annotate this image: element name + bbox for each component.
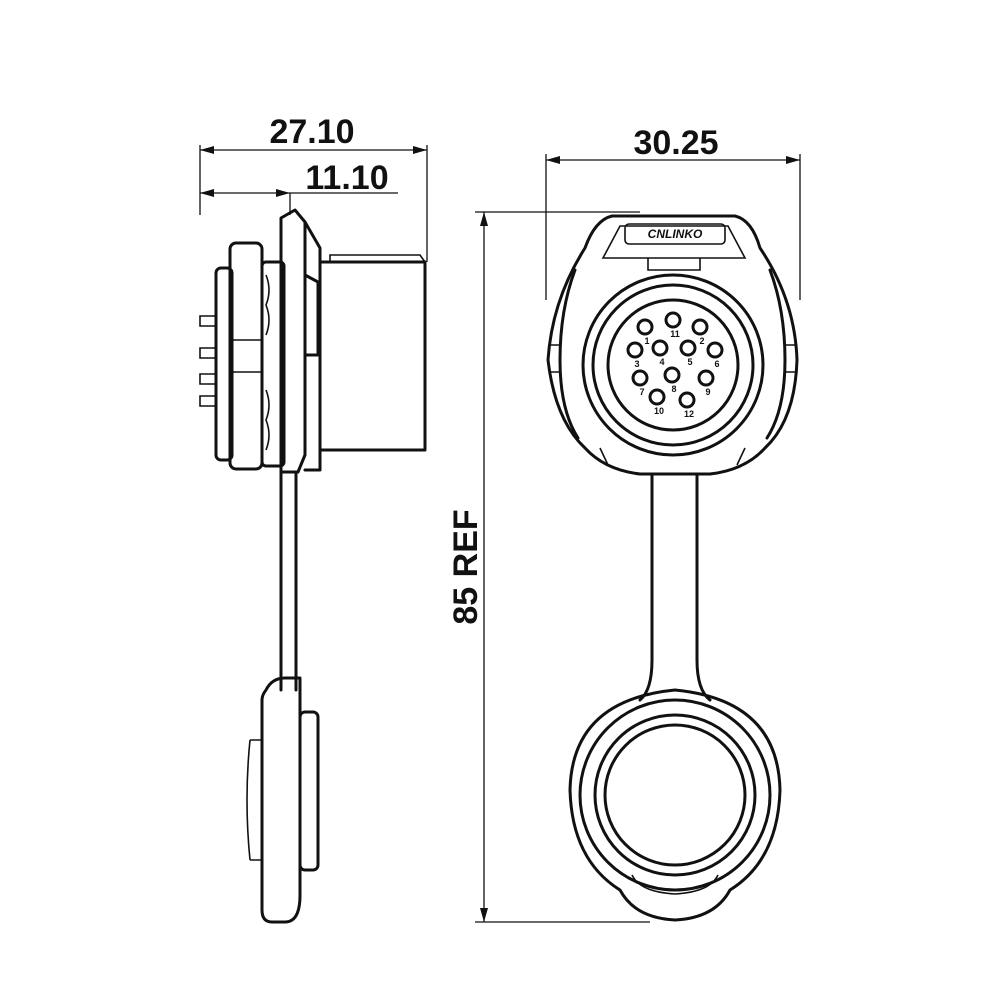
- contact-pin: [663, 366, 681, 384]
- pin-label: 9: [705, 387, 710, 397]
- logo-text: CNLINKO: [648, 227, 703, 241]
- tether-strap-front: [638, 472, 712, 702]
- front-housing: [546, 214, 799, 476]
- dim-label-30-25: 30.25: [633, 124, 718, 162]
- tether-strap: [279, 470, 298, 692]
- pin-label: 5: [687, 357, 692, 367]
- pin-label: 10: [654, 406, 664, 416]
- contact-pin: [697, 369, 715, 387]
- pin-label: 6: [714, 359, 719, 369]
- dim-85-ref: 85 REF: [447, 211, 650, 923]
- rear-pins: [199, 315, 217, 407]
- dim-30-25: 30.25: [545, 124, 801, 300]
- contact-pin: [626, 341, 644, 359]
- contact-pin: [631, 369, 649, 387]
- contact-pin: [648, 388, 666, 406]
- dimensions: 27.10 11.10 30.25 85 REF: [199, 113, 801, 923]
- socket-face: [581, 273, 765, 457]
- contact-pin: [636, 318, 654, 336]
- contact-pin: [664, 311, 682, 329]
- rear-housing: [214, 241, 264, 471]
- pin-label: 4: [659, 357, 664, 367]
- side-view: [199, 208, 427, 924]
- dim-label-11-10: 11.10: [305, 159, 388, 197]
- front-body: [303, 220, 427, 472]
- brand-logo: CNLINKO: [624, 223, 726, 245]
- pin-label: 2: [699, 336, 704, 346]
- dim-label-27-10: 27.10: [269, 113, 354, 151]
- pin-label: 7: [639, 387, 644, 397]
- dust-cap-side: [246, 676, 320, 924]
- pin-label: 3: [634, 359, 639, 369]
- pin-label: 12: [684, 409, 694, 419]
- contact-pin: [678, 391, 696, 409]
- pin-label: 11: [670, 329, 680, 339]
- dim-11-10: 11.10: [200, 159, 398, 215]
- contact-pin: [679, 339, 697, 357]
- contact-pin: [706, 341, 724, 359]
- dim-label-85-ref: 85 REF: [447, 509, 485, 624]
- pin-label: 1: [644, 336, 649, 346]
- lock-nut: [260, 260, 286, 468]
- contact-pin: [691, 318, 709, 336]
- pin-label: 8: [671, 384, 676, 394]
- contact-pin: [651, 339, 669, 357]
- dust-cap-front: [568, 688, 782, 922]
- dim-27-10: 27.10: [199, 113, 428, 262]
